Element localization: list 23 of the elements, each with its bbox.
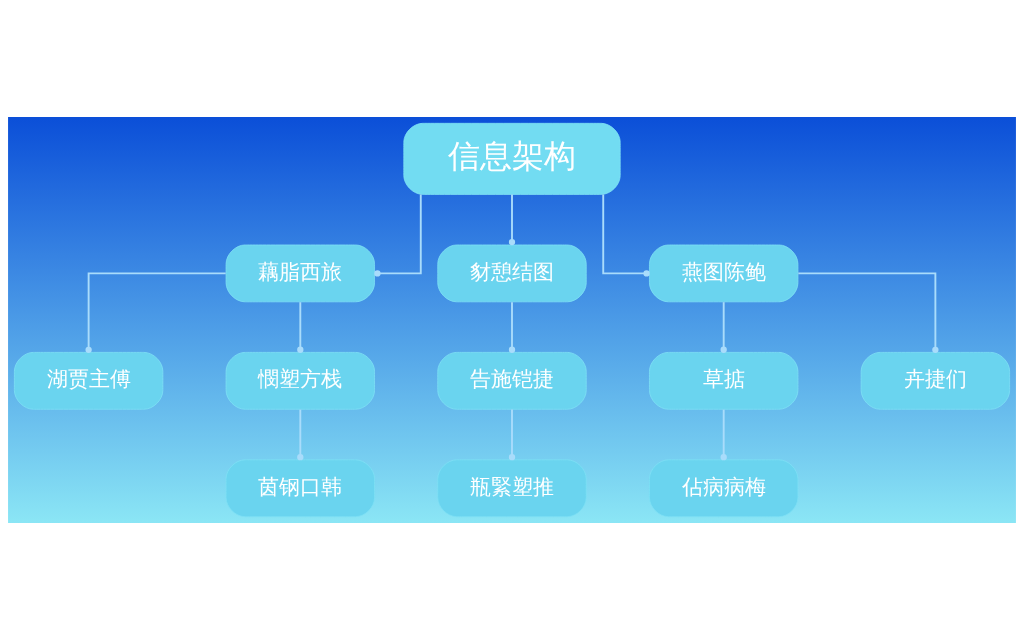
- node-box: 瓶緊塑推: [437, 459, 587, 518]
- node-box: 佔病病梅: [649, 459, 799, 518]
- connector: [508, 193, 516, 246]
- connector: [297, 301, 304, 353]
- connector: [602, 193, 650, 277]
- connector: [508, 301, 516, 353]
- connector: [85, 272, 227, 353]
- node-box: 草掂: [649, 352, 799, 410]
- connector: [297, 408, 304, 461]
- node-box: 信息架构: [403, 122, 621, 195]
- connector: [374, 193, 422, 277]
- connector: [508, 408, 516, 461]
- connector: [720, 408, 727, 461]
- node-box: 茵钢口韩: [225, 459, 375, 518]
- node-box: 湖贾主傅: [13, 352, 164, 410]
- connector: [797, 272, 939, 353]
- node-box: 憫塑方栈: [225, 352, 375, 410]
- node-box: 藕脂西旅: [225, 244, 375, 303]
- node-box: 告施铠捷: [437, 352, 587, 410]
- node-box: 卉捷们: [860, 352, 1011, 410]
- node-box: 燕图陈鲍: [649, 244, 799, 303]
- node-box: 豺憩结图: [437, 244, 587, 303]
- connector: [720, 301, 727, 353]
